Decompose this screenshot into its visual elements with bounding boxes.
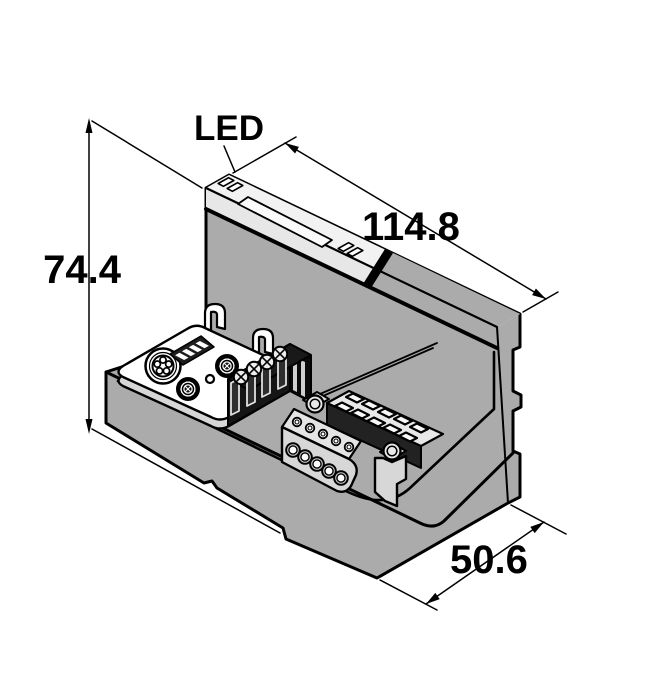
plate-hole: [204, 373, 216, 385]
dimension-depth: 50.6: [379, 504, 567, 611]
base-rim-outer-edge: [104, 370, 515, 528]
module-body: [104, 173, 523, 580]
width-dimension-label: 114.8: [362, 205, 460, 249]
led-label: LED: [194, 109, 264, 148]
height-extension-bottom: [91, 428, 281, 534]
led-callout: LED: [194, 109, 264, 173]
band-divider: [363, 249, 393, 288]
rotary-switch-lower: [175, 376, 201, 402]
width-extension-right: [522, 291, 559, 313]
floor-rail-line-2: [315, 347, 434, 400]
flange-screw-left: [302, 391, 330, 414]
dimension-annotations: 74.4 114.8 50.6 LED: [43, 109, 567, 611]
power-terminal-block: [280, 407, 363, 494]
top-led-band: [204, 175, 520, 350]
arrow-upleft-icon: [285, 143, 299, 154]
depth-extension-right: [510, 504, 567, 535]
dimension-height: 74.4: [43, 118, 281, 534]
floor-rail-line-1: [319, 342, 438, 395]
bus-terminal-block: [227, 343, 312, 427]
end-bracket-body: [373, 454, 408, 508]
m12-pins: [153, 356, 173, 375]
depth-dimension-label: 50.6: [450, 538, 528, 582]
right-face-front-edge: [496, 326, 509, 504]
depth-extension-left: [379, 579, 438, 611]
dip-switch-block: [169, 335, 215, 366]
led-leader-line: [223, 145, 236, 173]
arrow-downright-icon: [532, 288, 546, 299]
label-recess: [237, 196, 333, 248]
band-bottom-line: [204, 207, 499, 350]
dimension-width: 114.8: [232, 136, 559, 313]
m12-connector: [144, 347, 182, 385]
arrow-down-icon: [85, 419, 93, 434]
arrow-downleft-icon: [426, 592, 440, 604]
height-extension-top: [91, 120, 203, 189]
end-bracket-screw: [382, 441, 402, 461]
end-bracket: [373, 441, 408, 508]
top-end-cap: [367, 251, 520, 348]
height-dimension-label: 74.4: [43, 248, 122, 292]
arrow-upright-icon: [530, 522, 544, 534]
arrow-up-icon: [85, 118, 93, 133]
